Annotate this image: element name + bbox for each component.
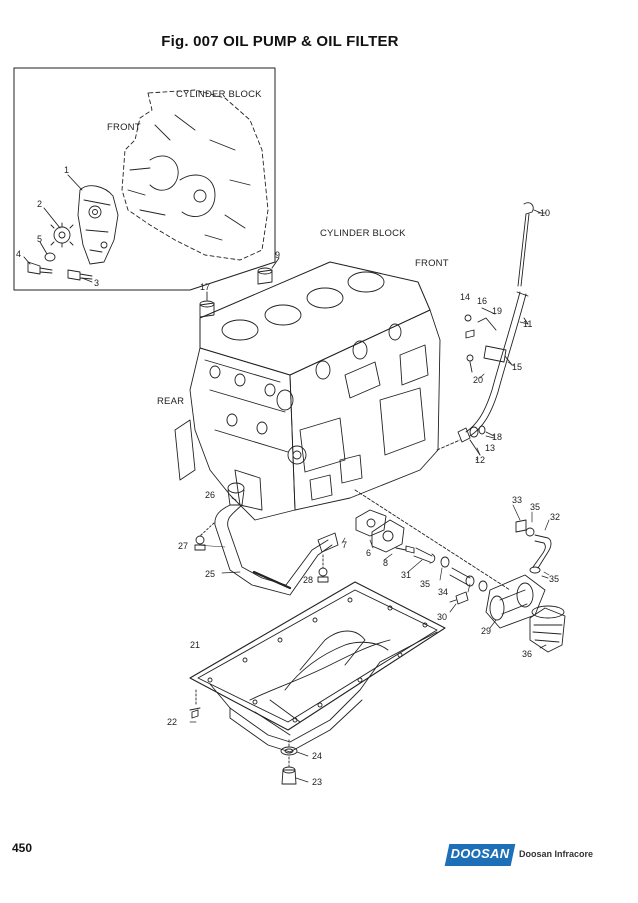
label-front-inset: FRONT: [107, 122, 141, 133]
part-number-24: 24: [312, 751, 322, 761]
part-number-35-right: 35: [549, 574, 559, 584]
part-number-17: 17: [200, 282, 210, 292]
dipstick-assembly: [436, 202, 542, 456]
part-number-18: 18: [492, 432, 502, 442]
part-number-15: 15: [512, 362, 522, 372]
part-number-8: 8: [383, 558, 388, 568]
part-number-1: 1: [64, 165, 69, 175]
part-number-33: 33: [512, 495, 522, 505]
part-number-13: 13: [485, 443, 495, 453]
oil-pump-inset: [13, 67, 276, 291]
part-number-5: 5: [37, 234, 42, 244]
part-number-9: 9: [275, 250, 280, 260]
part-number-21: 21: [190, 640, 200, 650]
part-number-35-left: 35: [420, 579, 430, 589]
oil-line-parts: [355, 509, 488, 605]
label-front-main: FRONT: [415, 258, 449, 269]
part-number-3: 3: [94, 278, 99, 288]
label-cylinder-block-inset: CYLINDER BLOCK: [176, 89, 262, 100]
part-number-6: 6: [366, 548, 371, 558]
part-number-11: 11: [523, 319, 532, 329]
part-number-28: 28: [303, 575, 313, 585]
part-number-34: 34: [438, 587, 448, 597]
part-number-19: 19: [492, 306, 502, 316]
part-number-4: 4: [16, 249, 21, 259]
part-number-35-top: 35: [530, 502, 540, 512]
leader-lines: [189, 212, 550, 783]
part-number-2: 2: [37, 199, 42, 209]
cylinder-block: [174, 261, 511, 591]
oil-strainer: [194, 482, 339, 596]
figure-title: Fig. 007 OIL PUMP & OIL FILTER: [161, 33, 399, 50]
bushing-parts: [199, 257, 280, 318]
part-number-22: 22: [167, 717, 177, 727]
part-number-7: 7: [342, 540, 347, 550]
part-number-14: 14: [460, 292, 470, 302]
diagram-labels: CYLINDER BLOCK FRONT CYLINDER BLOCK FRON…: [16, 89, 560, 787]
page-number: 450: [12, 841, 33, 855]
part-number-25: 25: [205, 569, 215, 579]
part-number-30: 30: [437, 612, 447, 622]
doosan-logo: DOOSAN Doosan Infracore: [444, 844, 593, 866]
part-number-12: 12: [475, 455, 485, 465]
doosan-logo-mark-text: DOOSAN: [450, 846, 510, 861]
oil-pan: [189, 581, 446, 785]
oil-filter-assembly: [485, 519, 566, 653]
part-number-10: 10: [540, 208, 550, 218]
part-number-20: 20: [473, 375, 483, 385]
part-number-31: 31: [401, 570, 411, 580]
part-number-29: 29: [481, 626, 491, 636]
part-number-32: 32: [550, 512, 560, 522]
part-number-27: 27: [178, 541, 188, 551]
part-number-23: 23: [312, 777, 322, 787]
part-number-16: 16: [477, 296, 487, 306]
label-rear: REAR: [157, 396, 184, 407]
part-number-26: 26: [205, 490, 215, 500]
part-number-36: 36: [522, 649, 532, 659]
doosan-logo-text: Doosan Infracore: [519, 849, 594, 859]
label-cylinder-block-main: CYLINDER BLOCK: [320, 228, 406, 239]
